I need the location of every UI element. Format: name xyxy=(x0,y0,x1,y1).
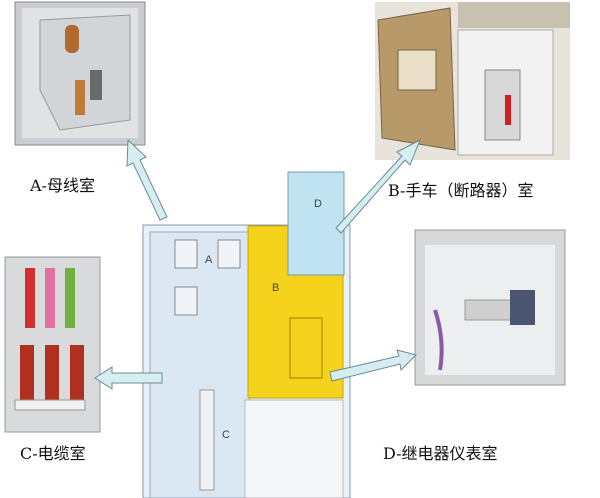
photo-cable-compartment xyxy=(4,256,101,433)
compartment-d xyxy=(287,171,345,276)
photo-relay-compartment xyxy=(414,229,566,386)
arrow-to-b xyxy=(335,138,421,234)
arrow-to-a xyxy=(126,138,168,221)
photo-truck-compartment xyxy=(375,2,570,160)
photo-busbar-compartment xyxy=(14,1,146,146)
letter-c: C xyxy=(222,429,230,441)
label-busbar-compartment: A-母线室 xyxy=(30,176,95,195)
switchgear-cabinet: A B C D xyxy=(142,171,351,498)
label-relay-compartment: D-继电器仪表室 xyxy=(383,444,498,463)
letter-d: D xyxy=(314,198,322,210)
arrow-to-c xyxy=(94,366,163,390)
label-truck-compartment: B-手车（断路器）室 xyxy=(388,181,534,200)
letter-a: A xyxy=(205,254,213,266)
arrow-to-d xyxy=(329,349,417,382)
label-cable-compartment: C-电缆室 xyxy=(20,444,86,463)
letter-b: B xyxy=(272,282,279,294)
